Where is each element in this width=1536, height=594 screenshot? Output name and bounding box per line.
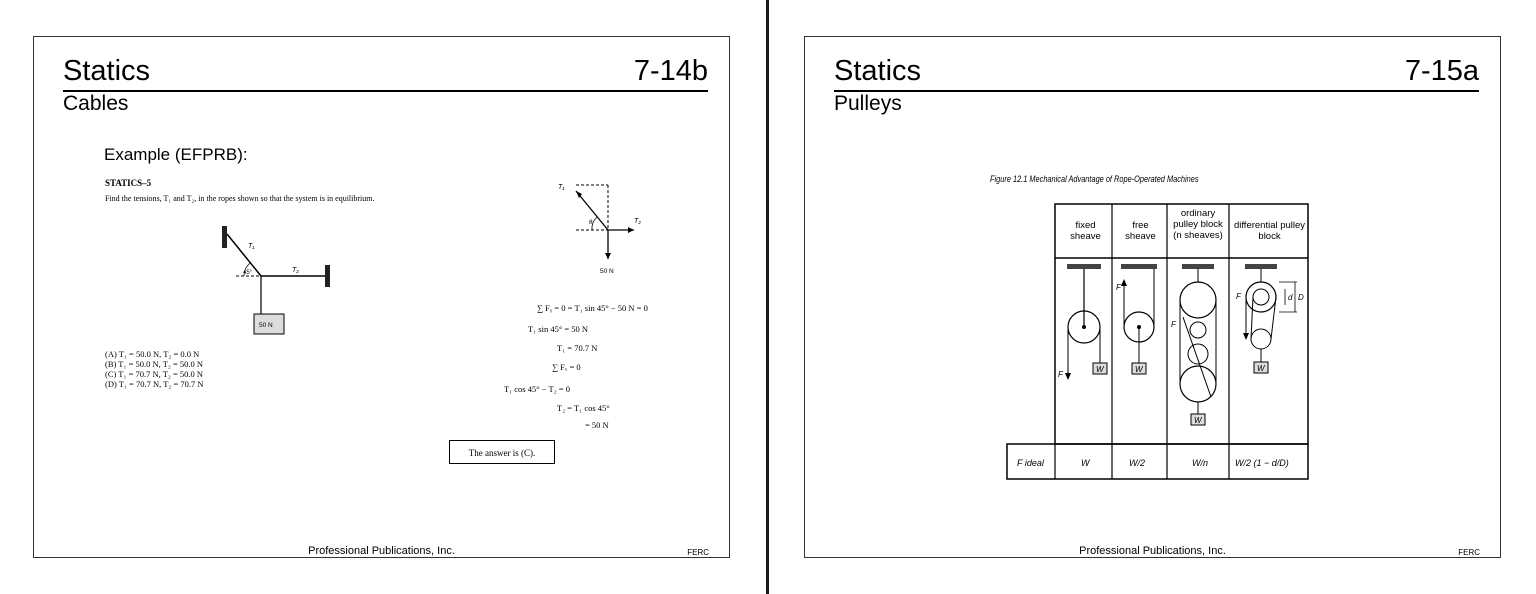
label-w: W bbox=[1096, 365, 1105, 374]
rope-diagram: T₁ T₂ 45° 50 N bbox=[222, 226, 330, 335]
angle-label: 45° bbox=[243, 270, 253, 276]
label-w: W bbox=[1257, 364, 1266, 373]
choice-c: (C) T₁ = 70.7 N, T₂ = 50.0 N bbox=[105, 369, 204, 379]
label-f: F bbox=[1171, 320, 1177, 329]
choice-d: (D) T₁ = 70.7 N, T₂ = 70.7 N bbox=[105, 379, 204, 389]
slide-title: Statics bbox=[63, 55, 151, 87]
equation-1: ∑ Fᵧ = 0 = T₁ sin 45° − 50 N = 0 bbox=[537, 303, 648, 313]
col-header-differential: differential pulley block bbox=[1233, 220, 1306, 242]
footer-ferc: FERC bbox=[687, 548, 709, 557]
label-d-large: D bbox=[1298, 293, 1304, 302]
col-header-ordinary: ordinary pulley block (n sheaves) bbox=[1173, 208, 1223, 241]
free-body-diagram: T₁ T₂ θ 50 N bbox=[558, 184, 641, 275]
fbd-weight-label: 50 N bbox=[600, 268, 614, 275]
differential-block-drawing: F d D W bbox=[1236, 264, 1304, 374]
col-header-free: free sheave bbox=[1125, 220, 1156, 242]
example-label: Example (EFPRB): bbox=[104, 145, 248, 164]
choice-b: (B) T₁ = 50.0 N, T₂ = 50.0 N bbox=[105, 359, 204, 369]
equation-5: T₁ cos 45° − T₂ = 0 bbox=[504, 384, 570, 394]
answer-box: The answer is (C). bbox=[449, 440, 555, 464]
t2-label: T₂ bbox=[292, 267, 299, 274]
equation-4: ∑ Fₓ = 0 bbox=[552, 362, 581, 372]
ideal-differential: W/2 (1 − d/D) bbox=[1235, 458, 1289, 468]
equation-2: T₁ sin 45° = 50 N bbox=[528, 324, 589, 334]
slide-number: 7-15a bbox=[1404, 55, 1479, 87]
fbd-t2-label: T₂ bbox=[634, 218, 641, 225]
equation-7: = 50 N bbox=[585, 420, 609, 430]
t1-label: T₁ bbox=[248, 243, 255, 250]
col-header-fixed: fixed sheave bbox=[1070, 220, 1101, 242]
problem-text: Find the tensions, T₁ and T₂, in the rop… bbox=[105, 194, 375, 203]
slide-7-15a: Statics 7-15a Pulleys Figure 12.1 Mechan… bbox=[804, 36, 1501, 558]
right-wall bbox=[325, 265, 330, 287]
label-w: W bbox=[1135, 365, 1144, 374]
left-wall bbox=[222, 226, 227, 248]
footer-publisher: Professional Publications, Inc. bbox=[1079, 545, 1226, 557]
equation-3: T₁ = 70.7 N bbox=[557, 343, 598, 353]
fbd-t1-label: T₁ bbox=[558, 184, 565, 191]
slide-7-14b: Statics 7-14b Cables Example (EFPRB): ST… bbox=[33, 36, 730, 558]
choice-a: (A) T₁ = 50.0 N, T₂ = 0.0 N bbox=[105, 349, 200, 359]
pulley-table: F W F W F bbox=[1006, 203, 1309, 480]
footer-ferc: FERC bbox=[1458, 548, 1480, 557]
label-w: W bbox=[1194, 416, 1203, 425]
slide-subtitle: Pulleys bbox=[834, 92, 902, 115]
slide-title: Statics bbox=[834, 55, 922, 87]
title-rule bbox=[63, 90, 708, 92]
row-label-f-ideal: F ideal bbox=[1017, 458, 1044, 468]
label-f: F bbox=[1236, 292, 1242, 301]
pulley-block-drawing: F W bbox=[1171, 264, 1217, 426]
answer-choices: (A) T₁ = 50.0 N, T₂ = 0.0 N (B) T₁ = 50.… bbox=[105, 349, 204, 389]
free-sheave-drawing: F W bbox=[1116, 264, 1157, 375]
fixed-sheave-drawing: F W bbox=[1058, 264, 1108, 380]
weight-label: 50 N bbox=[259, 322, 273, 329]
title-rule bbox=[834, 90, 1479, 92]
fbd-theta-label: θ bbox=[589, 220, 593, 226]
ideal-ordinary: W/n bbox=[1192, 458, 1209, 468]
label-f: F bbox=[1058, 370, 1064, 379]
slide-subtitle: Cables bbox=[63, 92, 129, 115]
figure-caption: Figure 12.1 Mechanical Advantage of Rope… bbox=[990, 174, 1199, 184]
ideal-free: W/2 bbox=[1129, 458, 1146, 468]
ideal-fixed: W bbox=[1081, 458, 1090, 468]
footer-publisher: Professional Publications, Inc. bbox=[308, 545, 455, 557]
weight-box bbox=[253, 313, 285, 335]
page-divider bbox=[766, 0, 769, 594]
equation-6: T₂ = T₁ cos 45° bbox=[557, 403, 610, 413]
label-f: F bbox=[1116, 283, 1122, 292]
problem-id: STATICS–5 bbox=[105, 178, 152, 188]
slide-number: 7-14b bbox=[633, 55, 708, 87]
label-d-small: d bbox=[1288, 293, 1293, 302]
